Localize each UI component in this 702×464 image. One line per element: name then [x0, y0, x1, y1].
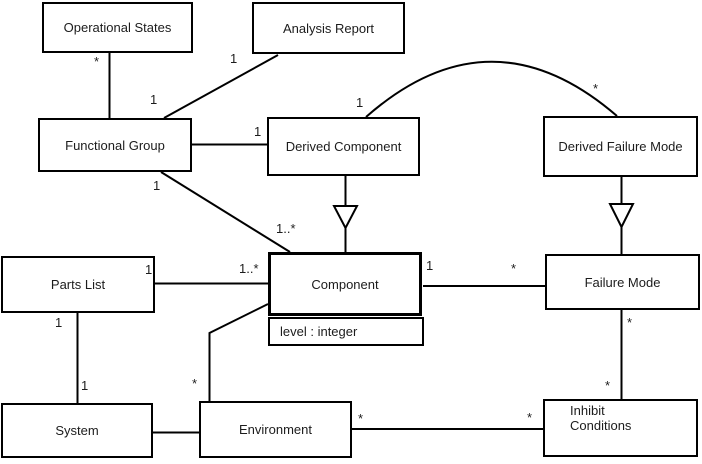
multiplicity-label: 1	[426, 258, 434, 273]
class-name-label: Functional Group	[65, 137, 165, 153]
class-box-failure-mode[interactable]: Failure Mode	[545, 254, 700, 310]
association-functionalgroup-analysisreport-line	[163, 54, 279, 119]
class-name-label: Operational States	[63, 20, 172, 35]
multiplicity-label: *	[192, 376, 198, 391]
class-name-label: Inhibit Conditions	[570, 403, 632, 433]
class-name-label: Component	[311, 276, 379, 292]
multiplicity-label: *	[593, 81, 599, 96]
class-box-operational-states[interactable]: Operational States	[42, 2, 193, 53]
multiplicity-label: *	[94, 54, 100, 69]
multiplicity-label: *	[511, 261, 517, 276]
class-box-derived-component[interactable]: Derived Component	[267, 117, 420, 176]
multiplicity-label: 1	[254, 124, 262, 139]
multiplicity-label: *	[627, 315, 633, 330]
class-box-functional-group[interactable]: Functional Group	[38, 118, 192, 172]
class-name-label: Derived Failure Mode	[558, 139, 683, 154]
class-name-label: Derived Component	[285, 139, 402, 154]
class-box-system[interactable]: System	[1, 403, 153, 458]
multiplicity-label: 1	[145, 262, 153, 277]
association-derivedcomponent-derivedfailuremode-arc	[365, 60, 618, 118]
class-box-inhibit-conditions[interactable]: Inhibit Conditions	[543, 399, 698, 457]
generalization-derivedcomponent-triangle-icon	[332, 205, 359, 231]
class-name-label: Parts List	[50, 277, 106, 292]
class-box-parts-list[interactable]: Parts List	[1, 256, 155, 313]
multiplicity-label: 1	[356, 95, 364, 110]
class-box-environment[interactable]: Environment	[199, 401, 352, 458]
multiplicity-label: 1..*	[239, 261, 259, 276]
class-attribute-label: level : integer	[280, 324, 358, 339]
class-box-analysis-report[interactable]: Analysis Report	[252, 2, 405, 54]
class-name-label: System	[55, 423, 99, 438]
multiplicity-label: *	[358, 411, 364, 426]
multiplicity-label: *	[527, 410, 533, 425]
association-environment-component-line	[208, 303, 269, 401]
multiplicity-label: 1	[153, 178, 161, 193]
multiplicity-label: 1..*	[276, 221, 296, 236]
multiplicity-label: 1	[55, 315, 63, 330]
class-box-derived-failure-mode[interactable]: Derived Failure Mode	[543, 116, 698, 177]
class-box-component[interactable]: Component	[268, 252, 422, 316]
class-name-label: Failure Mode	[584, 274, 661, 290]
class-box-component-attributes[interactable]: level : integer	[268, 317, 424, 346]
generalization-derivedfailuremode-triangle-icon	[608, 203, 635, 230]
class-name-label: Environment	[239, 422, 312, 437]
multiplicity-label: 1	[81, 378, 89, 393]
multiplicity-label: 1	[150, 92, 158, 107]
multiplicity-label: 1	[230, 51, 238, 66]
association-functionalgroup-component-line	[160, 171, 291, 253]
class-name-label: Analysis Report	[282, 20, 375, 36]
multiplicity-label: *	[605, 378, 611, 393]
